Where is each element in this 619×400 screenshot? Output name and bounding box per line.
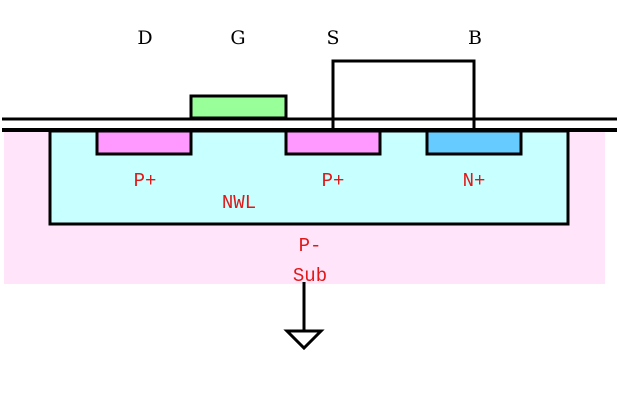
terminal-label-drain: D <box>137 27 152 49</box>
region-label-substrate-2: Sub <box>293 265 327 287</box>
body-n-plus <box>425 129 523 156</box>
drain-p-plus <box>95 129 193 156</box>
terminal-label-gate: G <box>230 27 245 49</box>
source-body-wire <box>331 59 476 130</box>
region-label-drain: P+ <box>134 170 157 192</box>
ground-icon <box>283 329 325 351</box>
region-label-source: P+ <box>322 170 345 192</box>
region-label-nwell: NWL <box>222 192 256 214</box>
source-p-plus <box>284 129 382 156</box>
gate-poly <box>189 94 288 120</box>
region-label-substrate-1: P- <box>299 235 322 257</box>
terminal-label-source: S <box>326 27 339 49</box>
terminal-label-body: B <box>468 27 482 49</box>
region-label-body: N+ <box>463 170 486 192</box>
